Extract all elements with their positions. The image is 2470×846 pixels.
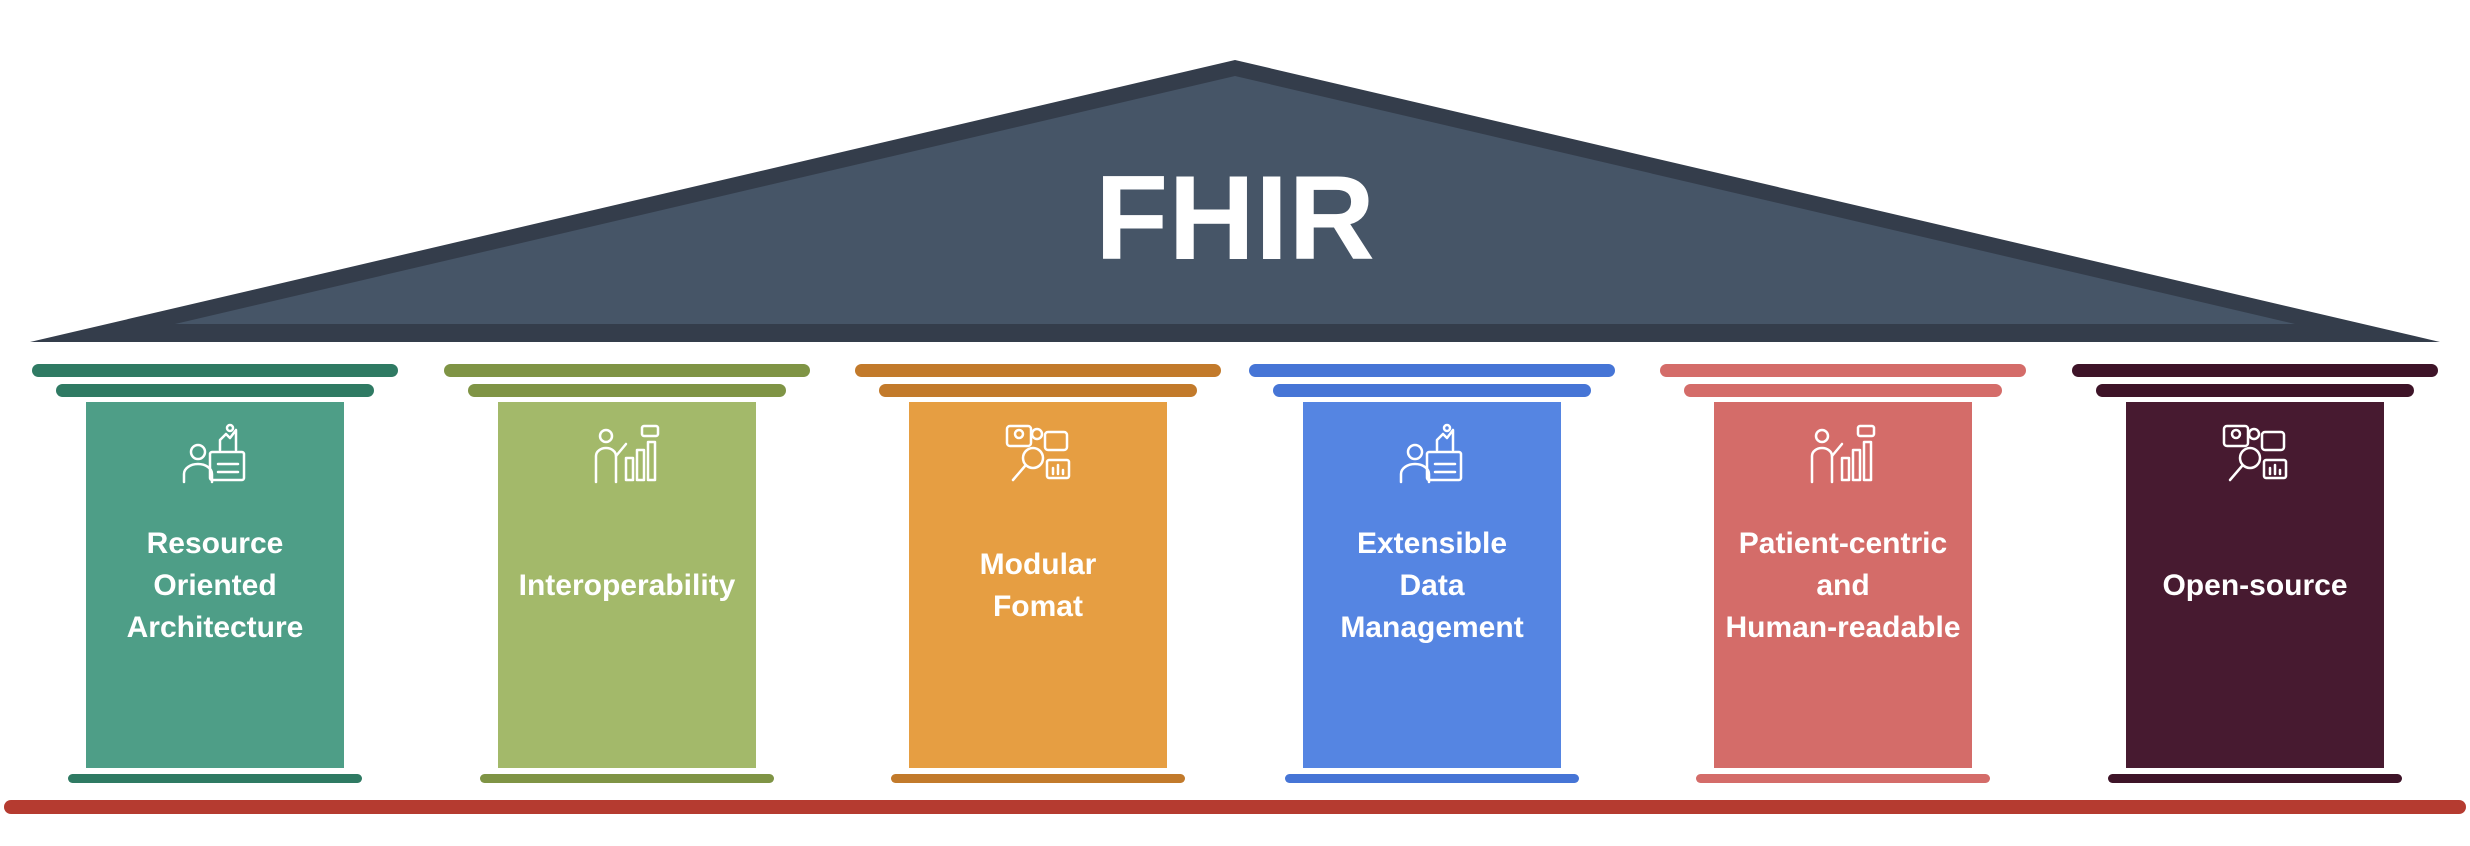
pillar-capital — [1273, 384, 1591, 397]
team-analysis-icon — [1003, 422, 1073, 484]
pillar-base — [1285, 774, 1579, 783]
pillar-base — [1696, 774, 1990, 783]
pillar-shaft: Open-source — [2126, 402, 2384, 768]
pillar-label-area: Interoperability — [498, 484, 756, 768]
pillar-capital — [56, 384, 374, 397]
pillar-capital — [879, 384, 1197, 397]
presenter-chart-icon — [592, 422, 662, 484]
pillar-base — [891, 774, 1185, 783]
pillar-label: Open-source — [2162, 569, 2348, 602]
pillar-capital-top — [444, 364, 810, 377]
pillar: Resource Oriented Architecture — [32, 364, 398, 784]
pillar: Extensible Data Management — [1249, 364, 1615, 784]
pillar-shaft: Interoperability — [498, 402, 756, 768]
pillar-capital — [1684, 384, 2002, 397]
pillar-shaft: Modular Fomat — [909, 402, 1167, 768]
pillar-label: Resource Oriented Architecture — [126, 527, 304, 644]
pillar-label: Extensible Data Management — [1340, 527, 1524, 644]
pillar-shaft: Patient-centric and Human-readable — [1714, 402, 1972, 768]
pillar-label: Modular Fomat — [979, 548, 1097, 623]
pillar-shaft: Resource Oriented Architecture — [86, 402, 344, 768]
pillar-capital-top — [1660, 364, 2026, 377]
person-chess-board-icon — [1397, 422, 1467, 484]
pillar-base — [480, 774, 774, 783]
pillar: Modular Fomat — [855, 364, 1221, 784]
pillar-shaft: Extensible Data Management — [1303, 402, 1561, 768]
presenter-chart-icon — [1808, 422, 1878, 484]
team-analysis-icon — [2220, 422, 2290, 484]
pillar-label: Interoperability — [518, 569, 736, 602]
pillar-label: Patient-centric and Human-readable — [1725, 527, 1961, 644]
pillar-capital-top — [2072, 364, 2438, 377]
roof-inner — [175, 76, 2295, 324]
pillar-capital — [468, 384, 786, 397]
pillar-label-area: Open-source — [2126, 484, 2384, 768]
pillar-capital — [2096, 384, 2414, 397]
floor-base — [4, 800, 2466, 814]
pillar-label-area: Resource Oriented Architecture — [86, 484, 344, 768]
pillar-capital-top — [32, 364, 398, 377]
pillar: Patient-centric and Human-readable — [1660, 364, 2026, 784]
pillar-label-area: Extensible Data Management — [1303, 484, 1561, 768]
page-title: FHIR — [1095, 151, 1375, 285]
pillar: Open-source — [2072, 364, 2438, 784]
person-chess-board-icon — [180, 422, 250, 484]
pillar-capital-top — [1249, 364, 1615, 377]
pillar-base — [2108, 774, 2402, 783]
pillar-label-area: Modular Fomat — [909, 484, 1167, 768]
pillar-base — [68, 774, 362, 783]
pillar-label-area: Patient-centric and Human-readable — [1714, 484, 1972, 768]
pillar-capital-top — [855, 364, 1221, 377]
pillar: Interoperability — [444, 364, 810, 784]
